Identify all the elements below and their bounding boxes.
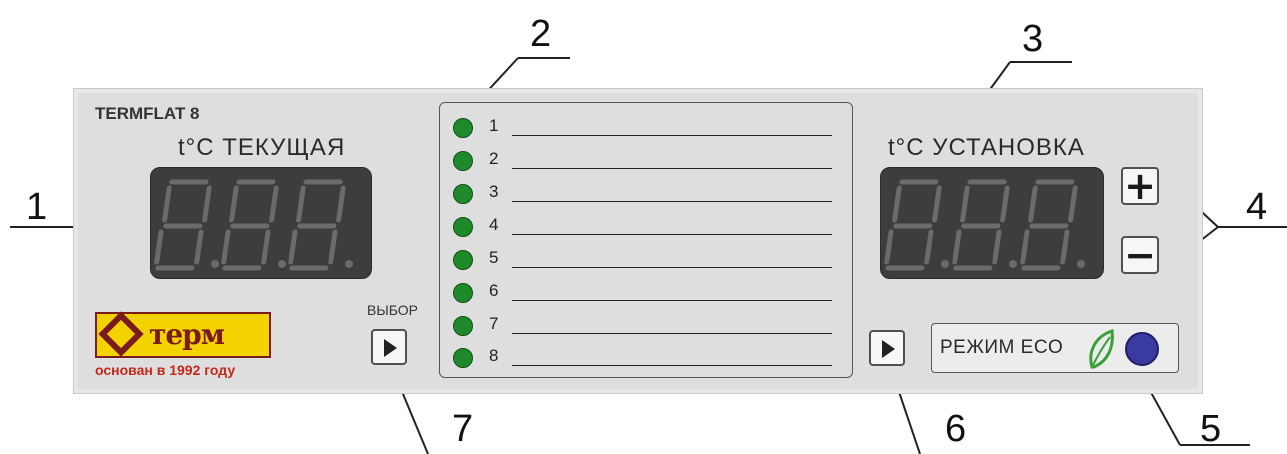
zone-led-icon	[453, 316, 473, 336]
callout-3: 3	[1022, 18, 1044, 60]
zone-write-line	[512, 135, 832, 136]
minus-icon: −	[1124, 233, 1156, 277]
zone-led-icon	[453, 118, 473, 138]
plus-icon: +	[1124, 164, 1156, 208]
logo-tagline: основан в 1992 году	[95, 362, 236, 378]
zone-led-icon	[453, 151, 473, 171]
plus-button[interactable]: +	[1121, 167, 1159, 205]
play-icon	[384, 339, 397, 357]
zone-led-icon	[453, 217, 473, 237]
callout-6: 6	[945, 408, 967, 450]
zone-row: 3	[453, 181, 843, 207]
zone-led-icon	[453, 283, 473, 303]
zone-number: 2	[489, 149, 499, 168]
brand-logo: терм	[95, 311, 271, 358]
zone-row: 5	[453, 247, 843, 273]
logo-brand-text: терм	[149, 318, 225, 351]
zone-write-line	[512, 333, 832, 334]
zone-number: 1	[489, 116, 499, 135]
current-temp-label: t°C ТЕКУЩАЯ	[178, 134, 346, 161]
play-icon	[882, 340, 895, 358]
set-temp-digits	[884, 179, 1085, 271]
zone-led-icon	[453, 348, 473, 368]
callout-2: 2	[530, 13, 552, 55]
eco-toggle-button[interactable]	[869, 330, 905, 366]
callout-7: 7	[452, 408, 474, 450]
leaf-icon	[1089, 329, 1114, 369]
select-button-label: ВЫБОР	[367, 302, 418, 318]
set-temp-label: t°C УСТАНОВКА	[888, 134, 1085, 161]
zone-number: 6	[489, 281, 499, 300]
current-temp-digits	[154, 179, 353, 271]
minus-button[interactable]: −	[1121, 236, 1159, 274]
zone-write-line	[512, 365, 832, 366]
zone-write-line	[512, 168, 832, 169]
zone-list-frame	[439, 102, 853, 378]
zone-row: 6	[453, 280, 843, 306]
current-temp-display	[150, 167, 372, 279]
zone-row: 8	[453, 345, 843, 371]
zone-write-line	[512, 234, 832, 235]
zone-write-line	[512, 300, 832, 301]
callout-5: 5	[1200, 408, 1222, 450]
eco-indicator-led	[1125, 332, 1159, 366]
zone-write-line	[512, 267, 832, 268]
zone-led-icon	[453, 250, 473, 270]
zone-number: 7	[489, 314, 499, 333]
zone-write-line	[512, 201, 832, 202]
eco-mode-label: РЕЖИМ ECO	[940, 337, 1064, 358]
zone-number: 4	[489, 215, 499, 234]
set-temp-display	[880, 167, 1104, 279]
select-button[interactable]	[371, 329, 407, 365]
zone-row: 2	[453, 148, 843, 174]
callout-1: 1	[26, 186, 48, 228]
zone-number: 8	[489, 346, 499, 365]
zone-led-icon	[453, 184, 473, 204]
model-name: TERMFLAT 8	[95, 104, 200, 123]
zone-number: 3	[489, 182, 499, 201]
zone-number: 5	[489, 248, 499, 267]
callout-4: 4	[1246, 186, 1268, 228]
zone-row: 4	[453, 214, 843, 240]
zone-row: 7	[453, 313, 843, 339]
zone-row: 1	[453, 115, 843, 141]
